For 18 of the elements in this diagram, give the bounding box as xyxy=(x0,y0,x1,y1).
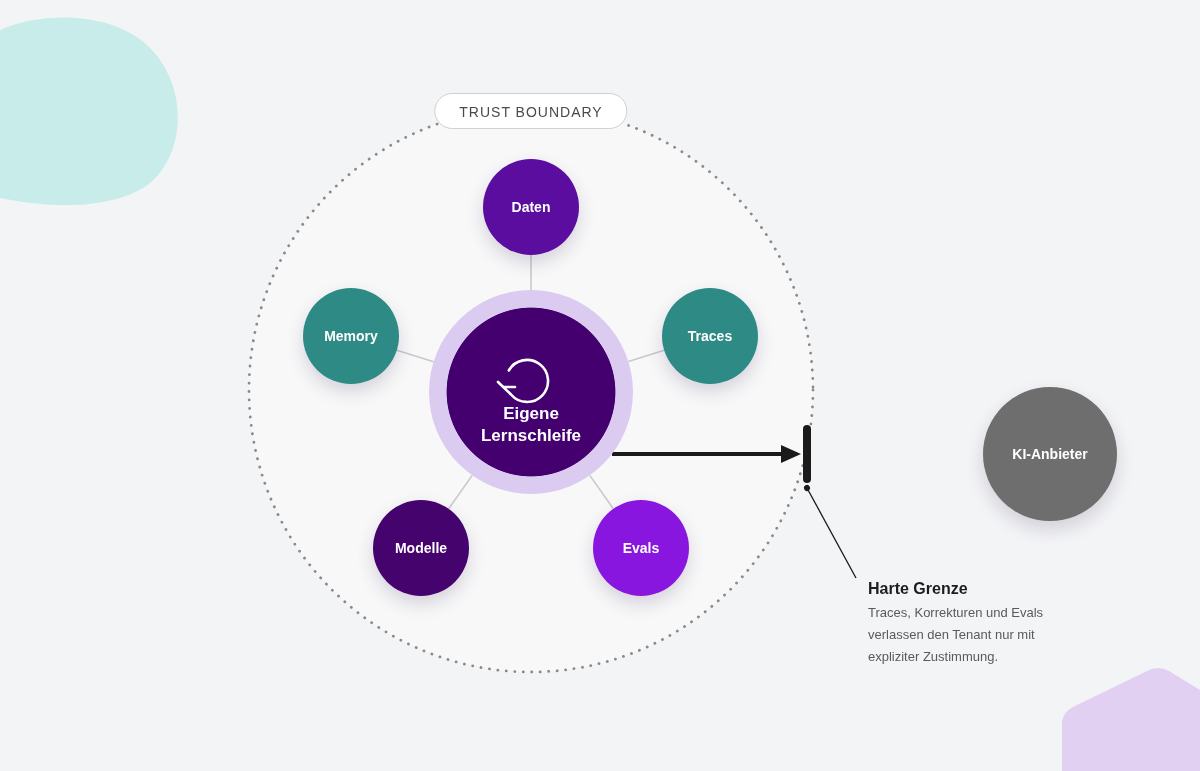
connector-line xyxy=(447,474,474,510)
boundary-tag: TRUST BOUNDARY xyxy=(434,93,628,129)
circle-label: KI-Anbieter xyxy=(1012,445,1088,463)
circle-label: Traces xyxy=(687,327,733,345)
connector-line xyxy=(627,349,665,363)
hub-label: Eigene Lernschleife xyxy=(480,403,582,447)
callout-text: Traces, Korrekturen und Evals verlassen den Tenant nur mit expliziter Zustimmung. xyxy=(868,604,1045,666)
connector-line xyxy=(589,474,615,510)
circle-label: Daten xyxy=(511,198,551,216)
arrow xyxy=(612,445,801,463)
circle-label: Modelle xyxy=(394,539,448,557)
circle-label: Evals xyxy=(622,539,660,557)
circle-label: Memory xyxy=(324,327,378,345)
connector-line xyxy=(396,349,435,363)
leader-line xyxy=(804,485,857,579)
barrier-bar xyxy=(803,425,811,483)
callout-heading: Harte Grenze xyxy=(868,579,968,599)
connector-line xyxy=(530,254,532,291)
